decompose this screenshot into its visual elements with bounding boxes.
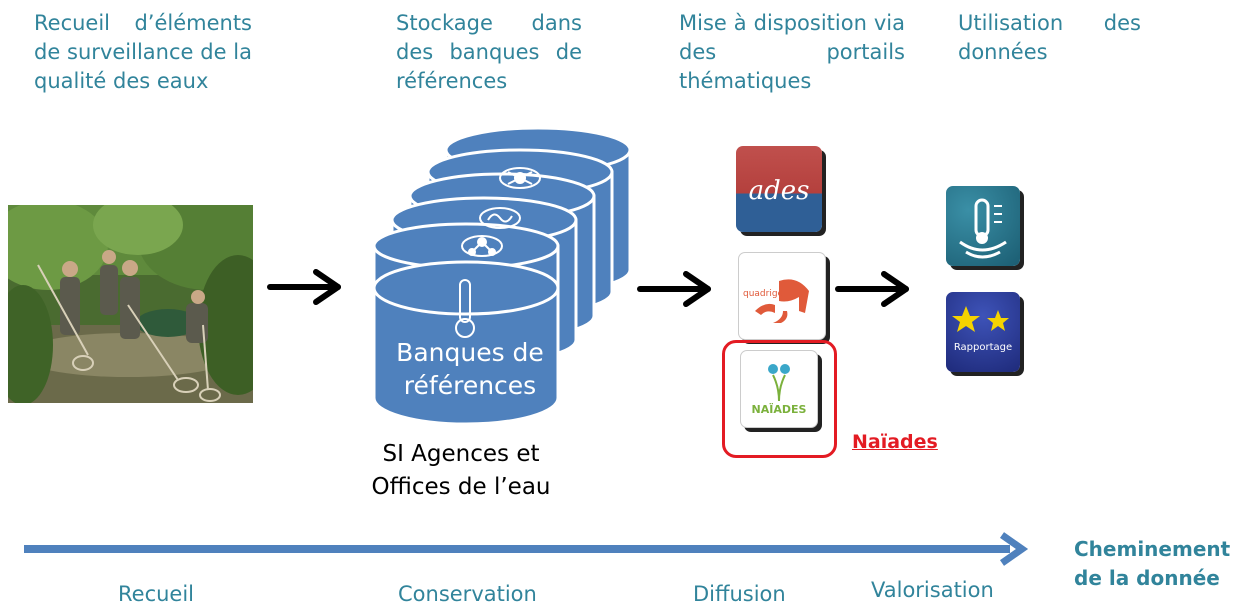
eu-stars-icon bbox=[952, 306, 1009, 332]
naiades-highlight-label[interactable]: Naïades bbox=[852, 431, 938, 453]
data-flow-timeline-arrow bbox=[24, 532, 1029, 566]
ades-portal-tile[interactable]: ades bbox=[736, 146, 822, 232]
header-portals: Mise à disposition via des portails thém… bbox=[679, 11, 905, 93]
naiades-logo-icon bbox=[768, 364, 790, 402]
rapportage-label: Rapportage bbox=[953, 342, 1013, 353]
field-sampling-photo bbox=[8, 205, 253, 403]
naiades-tile-label: NAÏADES bbox=[751, 403, 807, 416]
data-flow-label: Cheminement de la donnée bbox=[1074, 537, 1231, 590]
naiades-portal-tile[interactable]: NAÏADES bbox=[740, 350, 818, 428]
reference-databases-stack bbox=[372, 128, 632, 426]
header-usage: Utilisation des données bbox=[958, 11, 1141, 64]
stage-conservation: Conservation bbox=[398, 582, 537, 606]
thermometer-water-icon bbox=[959, 198, 1007, 259]
rapportage-usage-tile[interactable]: Rapportage bbox=[946, 292, 1020, 372]
databases-caption: SI Agences et Offices de l’eau bbox=[371, 441, 551, 500]
quadrige-logo-icon bbox=[755, 279, 809, 323]
stage-diffusion: Diffusion bbox=[693, 582, 786, 606]
naiades-highlight-box bbox=[722, 340, 837, 458]
quadrige-label: quadrige bbox=[743, 289, 784, 299]
stage-valorisation: Valorisation bbox=[871, 578, 994, 602]
quadrige-portal-tile[interactable]: quadrige bbox=[738, 252, 826, 340]
databases-label: Banques de références bbox=[396, 338, 544, 400]
header-storage: Stockage dans des banques de références bbox=[396, 11, 582, 93]
stage-recueil: Recueil bbox=[118, 582, 195, 606]
ades-label: ades bbox=[748, 176, 810, 206]
header-collect: Recueil d’éléments de surveillance de la… bbox=[34, 11, 252, 93]
water-quality-usage-tile[interactable] bbox=[946, 186, 1020, 266]
